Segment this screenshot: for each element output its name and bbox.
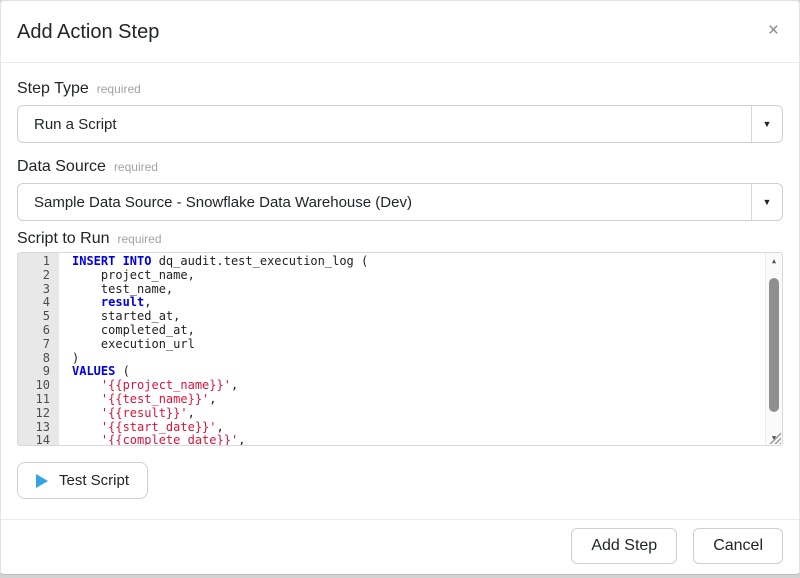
step-type-required-badge: required (96, 82, 141, 96)
scroll-up-button[interactable]: ▲ (766, 253, 782, 268)
data-source-label-row: Data Source required (17, 157, 783, 177)
close-button[interactable]: × (760, 17, 787, 45)
code-line: 6 completed_at, (18, 322, 765, 338)
code-line: 11 '{{test_name}}', (18, 391, 765, 407)
code-line-text: completed_at, (72, 322, 195, 337)
chevron-down-icon: ▼ (762, 197, 772, 207)
code-line: 1 INSERT INTO dq_audit.test_execution_log… (18, 254, 765, 269)
step-type-label-row: Step Type required (17, 79, 783, 99)
code-line-text: '{{project_name}}', (100, 378, 239, 393)
data-source-selected-value: Sample Data Source - Snowflake Data Ware… (34, 193, 412, 211)
code-line-text: INSERT INTO dq_audit.test_execution_log … (72, 254, 369, 268)
chevron-down-icon: ▼ (762, 119, 772, 129)
code-line-text: started_at, (72, 309, 181, 324)
script-code-editor[interactable]: 1 INSERT INTO dq_audit.test_execution_log… (17, 252, 783, 446)
line-number: 12 (35, 405, 50, 420)
code-lines: 1 INSERT INTO dq_audit.test_execution_log… (18, 253, 765, 445)
scroll-thumb[interactable] (769, 278, 779, 412)
code-line-text: '{{result}}', (100, 405, 195, 420)
code-line-text: '{{test_name}}', (100, 391, 217, 406)
close-icon: × (767, 20, 779, 41)
test-script-button[interactable]: Test Script (17, 462, 149, 499)
code-line: 14 '{{complete_date}}', (18, 433, 765, 445)
code-line: 5 started_at, (18, 309, 765, 324)
step-type-field: Step Type required Run a Script ▼ (17, 79, 783, 143)
step-type-label: Step Type (17, 80, 89, 97)
line-number-gutter (18, 253, 59, 445)
code-line-text: ) (72, 350, 80, 365)
dialog-header: Add Action Step × (1, 1, 799, 63)
code-line: 9 VALUES ( (18, 364, 765, 379)
code-scroll-area[interactable]: 1 INSERT INTO dq_audit.test_execution_log… (18, 253, 765, 445)
play-icon (36, 473, 48, 488)
line-number: 10 (35, 378, 50, 393)
line-number: 5 (42, 309, 50, 324)
line-number: 2 (42, 267, 50, 282)
scroll-down-icon: ▼ (771, 433, 777, 442)
code-line: 8) (18, 350, 765, 366)
data-source-select[interactable]: Sample Data Source - Snowflake Data Ware… (17, 183, 783, 221)
script-required-badge: required (117, 232, 162, 246)
step-type-caret-box: ▼ (751, 106, 782, 142)
code-line: 3 test_name, (18, 281, 765, 297)
code-line: 10 '{{project_name}}', (18, 378, 765, 393)
script-label: Script to Run (17, 230, 110, 247)
cancel-button[interactable]: Cancel (693, 528, 783, 564)
data-source-label: Data Source (17, 158, 106, 175)
line-number: 6 (42, 322, 50, 337)
step-type-selected-value: Run a Script (34, 115, 117, 133)
add-step-button[interactable]: Add Step (571, 528, 678, 564)
step-type-select[interactable]: Run a Script ▼ (17, 105, 783, 143)
editor-scrollbar[interactable]: ▲ ▼ (765, 253, 782, 445)
line-number: 1 (42, 254, 50, 268)
code-line-text: '{{complete_date}}', (100, 433, 246, 445)
code-line: 13 '{{start_date}}', (18, 419, 765, 435)
data-source-required-badge: required (113, 160, 158, 174)
line-number: 11 (35, 391, 50, 406)
line-number: 9 (42, 364, 50, 379)
line-number: 3 (42, 281, 50, 296)
line-number: 4 (42, 295, 50, 310)
line-number: 8 (42, 350, 50, 365)
dialog-body: Step Type required Run a Script ▼ Data S… (1, 63, 799, 519)
code-line-text: VALUES ( (72, 364, 130, 379)
script-label-row: Script to Run required (17, 229, 783, 249)
data-source-field: Data Source required Sample Data Source … (17, 157, 783, 221)
code-line: 2 project_name, (18, 267, 765, 283)
code-line-text: project_name, (72, 267, 195, 282)
code-line: 7 execution_url (18, 336, 765, 352)
line-number: 7 (42, 336, 50, 351)
dialog-title: Add Action Step (17, 21, 160, 43)
data-source-caret-box: ▼ (751, 184, 782, 220)
code-line: 12 '{{result}}', (18, 405, 765, 421)
code-line-text: result, (100, 295, 152, 310)
code-line: 4 result, (18, 295, 765, 310)
line-number: 13 (35, 419, 50, 434)
code-line-text: test_name, (72, 281, 174, 296)
test-script-label: Test Script (59, 472, 130, 489)
script-field: Script to Run required 1 INSERT INTO dq_a… (17, 229, 783, 446)
scroll-up-icon: ▲ (771, 256, 777, 265)
line-number: 14 (35, 433, 50, 445)
scroll-track[interactable] (766, 268, 782, 430)
scroll-down-button[interactable]: ▼ (766, 430, 782, 445)
code-line-text: '{{start_date}}', (100, 419, 224, 434)
dialog-footer: Add Step Cancel (1, 519, 799, 574)
code-line-text: execution_url (72, 336, 195, 351)
